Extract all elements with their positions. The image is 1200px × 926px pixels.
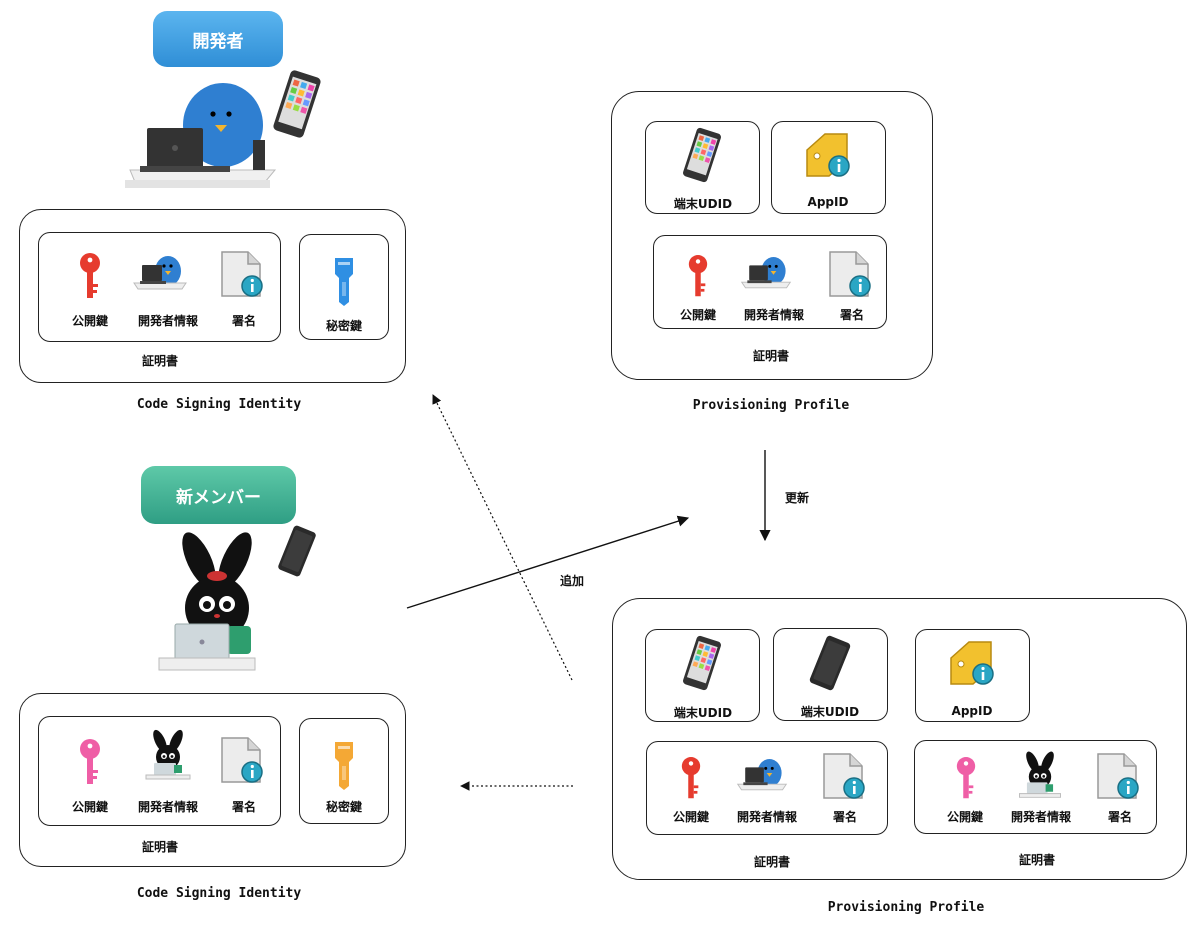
developer-certificate-box [38,232,281,342]
public-key-label: 公開鍵 [946,810,984,824]
new-member-badge: 新メンバー [141,466,296,524]
new-member-private-key-box [299,718,389,824]
device-udid-box-2 [773,628,888,721]
certificate-label: 証明書 [753,855,791,869]
certificate-label: 証明書 [141,354,179,368]
profile-title: Provisioning Profile [827,900,985,915]
new-member-certificate-box [38,716,281,826]
certificate-label: 証明書 [752,349,790,363]
add-label: 追加 [559,574,585,588]
new-member-identity-box [19,693,406,867]
device-udid-box [645,121,760,214]
public-key-label: 公開鍵 [672,810,710,824]
profile-bottom-certificate-box-1 [646,741,888,835]
public-key-label: 公開鍵 [679,308,717,322]
profile-top-certificate-box [653,235,887,329]
device-udid-box [645,629,760,722]
signature-label: 署名 [231,800,257,814]
developer-badge: 開発者 [153,11,283,67]
update-label: 更新 [784,491,810,505]
private-key-label: 秘密鍵 [325,800,363,814]
device-udid-label-2: 端末UDID [800,705,860,719]
public-key-label: 公開鍵 [71,800,109,814]
developer-private-key-box [299,234,389,340]
public-key-label: 公開鍵 [71,314,109,328]
device-udid-label: 端末UDID [673,197,733,211]
signature-label: 署名 [839,308,865,322]
app-id-label: AppID [951,704,993,718]
new-member-illustration [158,532,256,671]
signature-label: 署名 [832,810,858,824]
developer-info-label: 開発者情報 [137,314,199,328]
signature-label: 署名 [231,314,257,328]
add-arrow [406,515,690,609]
profile-bottom-box [612,598,1187,880]
developer-info-label: 開発者情報 [137,800,199,814]
developer-illustration [125,83,277,188]
developer-info-label: 開発者情報 [743,308,805,322]
developer-info-label: 開発者情報 [1010,810,1072,824]
certificate-label: 証明書 [141,840,179,854]
identity-return-arrow [432,394,573,681]
identity-title: Code Signing Identity [136,886,302,901]
app-id-label: AppID [807,195,849,209]
profile-title: Provisioning Profile [692,398,850,413]
private-key-label: 秘密鍵 [325,319,363,333]
device-udid-label: 端末UDID [673,706,733,720]
developer-identity-box [19,209,406,383]
certificate-label: 証明書 [1018,853,1056,867]
app-id-box [915,629,1030,722]
identity-title: Code Signing Identity [136,397,302,412]
developer-info-label: 開発者情報 [736,810,798,824]
profile-top-box [611,91,933,380]
profile-bottom-certificate-box-2 [914,740,1157,834]
signature-label: 署名 [1107,810,1133,824]
app-id-box [771,121,886,214]
